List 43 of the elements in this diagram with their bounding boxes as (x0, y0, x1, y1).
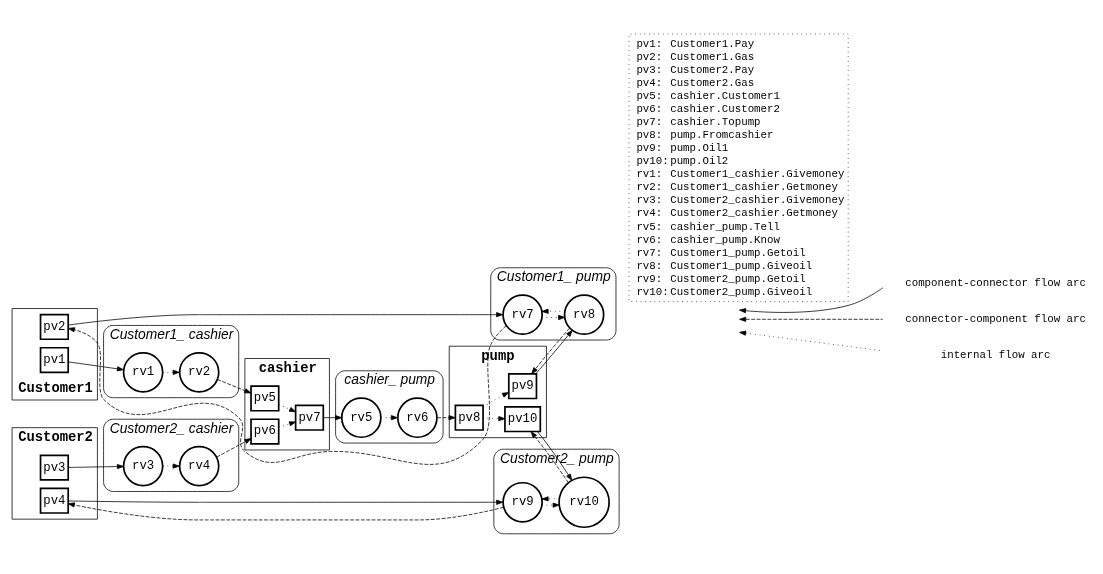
label: rv1: (636, 168, 663, 181)
label: Customer1_cashier.Getmoney (670, 181, 838, 194)
label: pv10: (636, 155, 669, 168)
label: pv1: (636, 37, 663, 50)
legend-label: connector-component flow arc (905, 313, 1086, 326)
label: pv8: (636, 129, 663, 142)
label: rv9: (636, 272, 663, 285)
label: Customer2_pump.Giveoil (670, 285, 813, 298)
label: Customer1_pump.Getoil (670, 246, 806, 259)
label: Customer2_cashier.Givemoney (670, 194, 845, 207)
label: rv2: (636, 181, 663, 194)
label: pv3: (636, 63, 663, 76)
label: Customer2.Pay (670, 63, 755, 76)
label: cashier.Customer2 (670, 102, 780, 115)
label: Customer2_cashier.Getmoney (670, 207, 838, 220)
label: pv2: (636, 50, 663, 63)
label: pv9: (636, 142, 663, 155)
label: rv10: (636, 285, 669, 298)
label: Customer1.Gas (670, 50, 755, 63)
label: rv4: (636, 207, 663, 220)
label: pv7: (636, 115, 663, 128)
label: rv8: (636, 259, 663, 272)
label: pv5: (636, 89, 663, 102)
label: cashier_pump.Know (670, 233, 780, 246)
label: pump.Oil1 (670, 142, 729, 155)
label: cashier.Topump (670, 115, 761, 128)
legend-label: internal flow arc (940, 349, 1051, 362)
label: pump.Oil2 (670, 155, 729, 168)
label: rv7: (636, 246, 663, 259)
label: pv4: (636, 76, 663, 89)
label: pv6: (636, 102, 663, 115)
label: Customer1.Pay (670, 37, 755, 50)
label: rv5: (636, 220, 663, 233)
label: Customer1_pump.Giveoil (670, 259, 813, 272)
label: Customer2.Gas (670, 76, 755, 89)
label: cashier_pump.Tell (670, 220, 780, 233)
label: Customer2_pump.Getoil (670, 272, 806, 285)
label: Customer1_cashier.Givemoney (670, 168, 845, 181)
label: cashier.Customer1 (670, 89, 780, 102)
label: rv6: (636, 233, 663, 246)
label: pump.Fromcashier (670, 129, 774, 142)
label: rv3: (636, 194, 663, 207)
legend-label: component-connector flow arc (905, 277, 1086, 289)
